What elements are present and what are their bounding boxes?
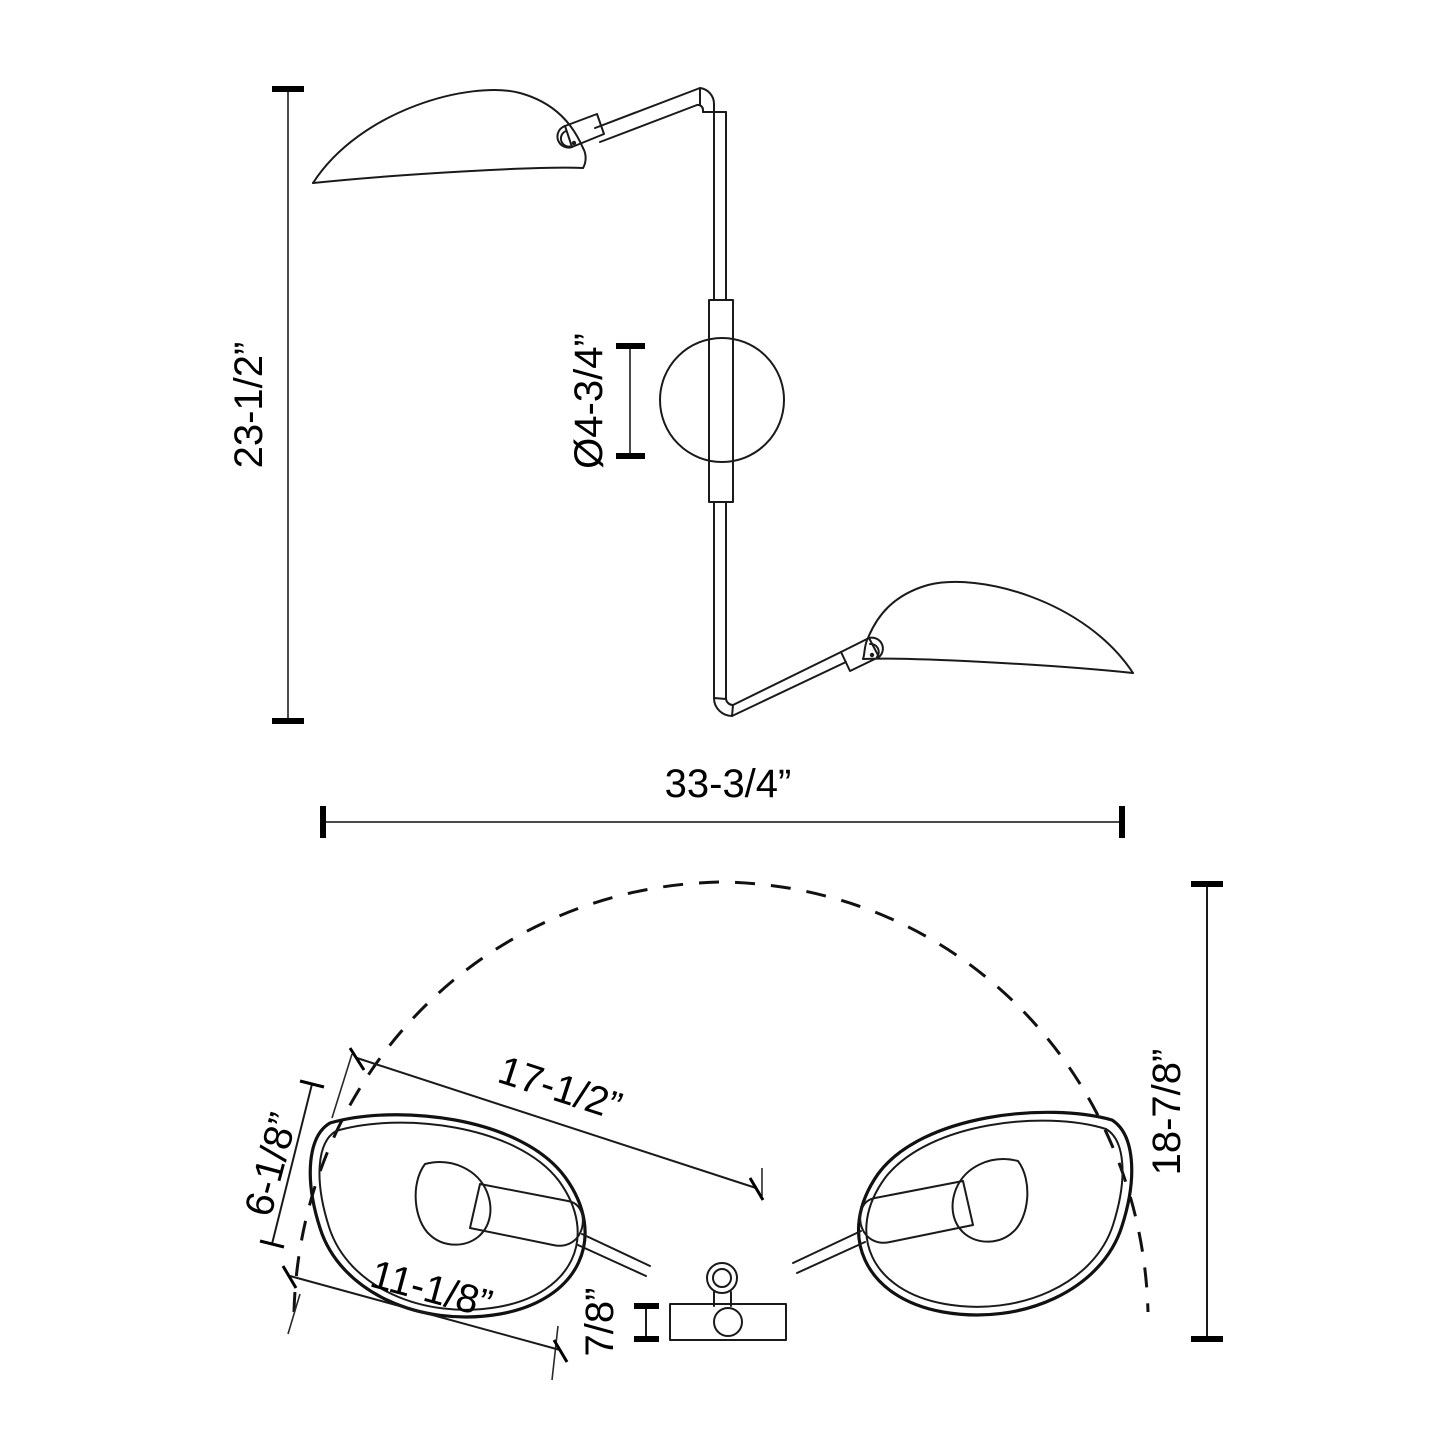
dimension-overall-width: 33-3/4” [320, 762, 1125, 838]
right-shade-plan [857, 1110, 1134, 1317]
dimension-backplate-diameter: Ø4-3/4” [567, 333, 645, 469]
upper-shade [312, 89, 587, 184]
backplate-plan [669, 1303, 787, 1341]
dimension-label-reach: 17-1/2” [493, 1048, 627, 1129]
lamp-mast [713, 111, 727, 661]
upper-arm [594, 87, 727, 143]
backplate-front [659, 299, 785, 503]
upper-socket [556, 113, 605, 149]
lower-socket [840, 636, 884, 672]
bottom-plan-view: 17-1/2” 6-1/8” 11-1/8” 7/8” [237, 880, 1223, 1381]
right-socket-stem [792, 1230, 866, 1274]
lower-arm [713, 651, 847, 717]
dimension-label-shade-minor: 6-1/8” [237, 1108, 307, 1220]
front-elevation-view: 23-1/2” Ø4-3/4” 33-3/4” [227, 86, 1134, 838]
dimension-plate-thickness: 7/8” [578, 1288, 659, 1357]
dimension-label-plate-thickness: 7/8” [578, 1288, 622, 1357]
left-socket-stem [577, 1233, 651, 1277]
center-pivot [706, 1262, 738, 1307]
dimension-projection-depth: 18-7/8” [1145, 881, 1223, 1342]
swing-envelope-arc [292, 880, 1150, 1313]
dimension-label-height: 23-1/2” [227, 342, 271, 469]
left-bulb [414, 1161, 584, 1247]
dimension-label-diameter: Ø4-3/4” [567, 333, 611, 469]
dimension-label-width: 33-3/4” [665, 762, 792, 806]
plan-extension-lines [287, 1053, 763, 1381]
right-bulb [859, 1158, 1029, 1244]
left-shade-plan [308, 1113, 587, 1319]
lower-shade [862, 581, 1134, 674]
dimension-label-depth: 18-7/8” [1145, 1049, 1189, 1176]
dimension-overall-height: 23-1/2” [227, 86, 304, 724]
